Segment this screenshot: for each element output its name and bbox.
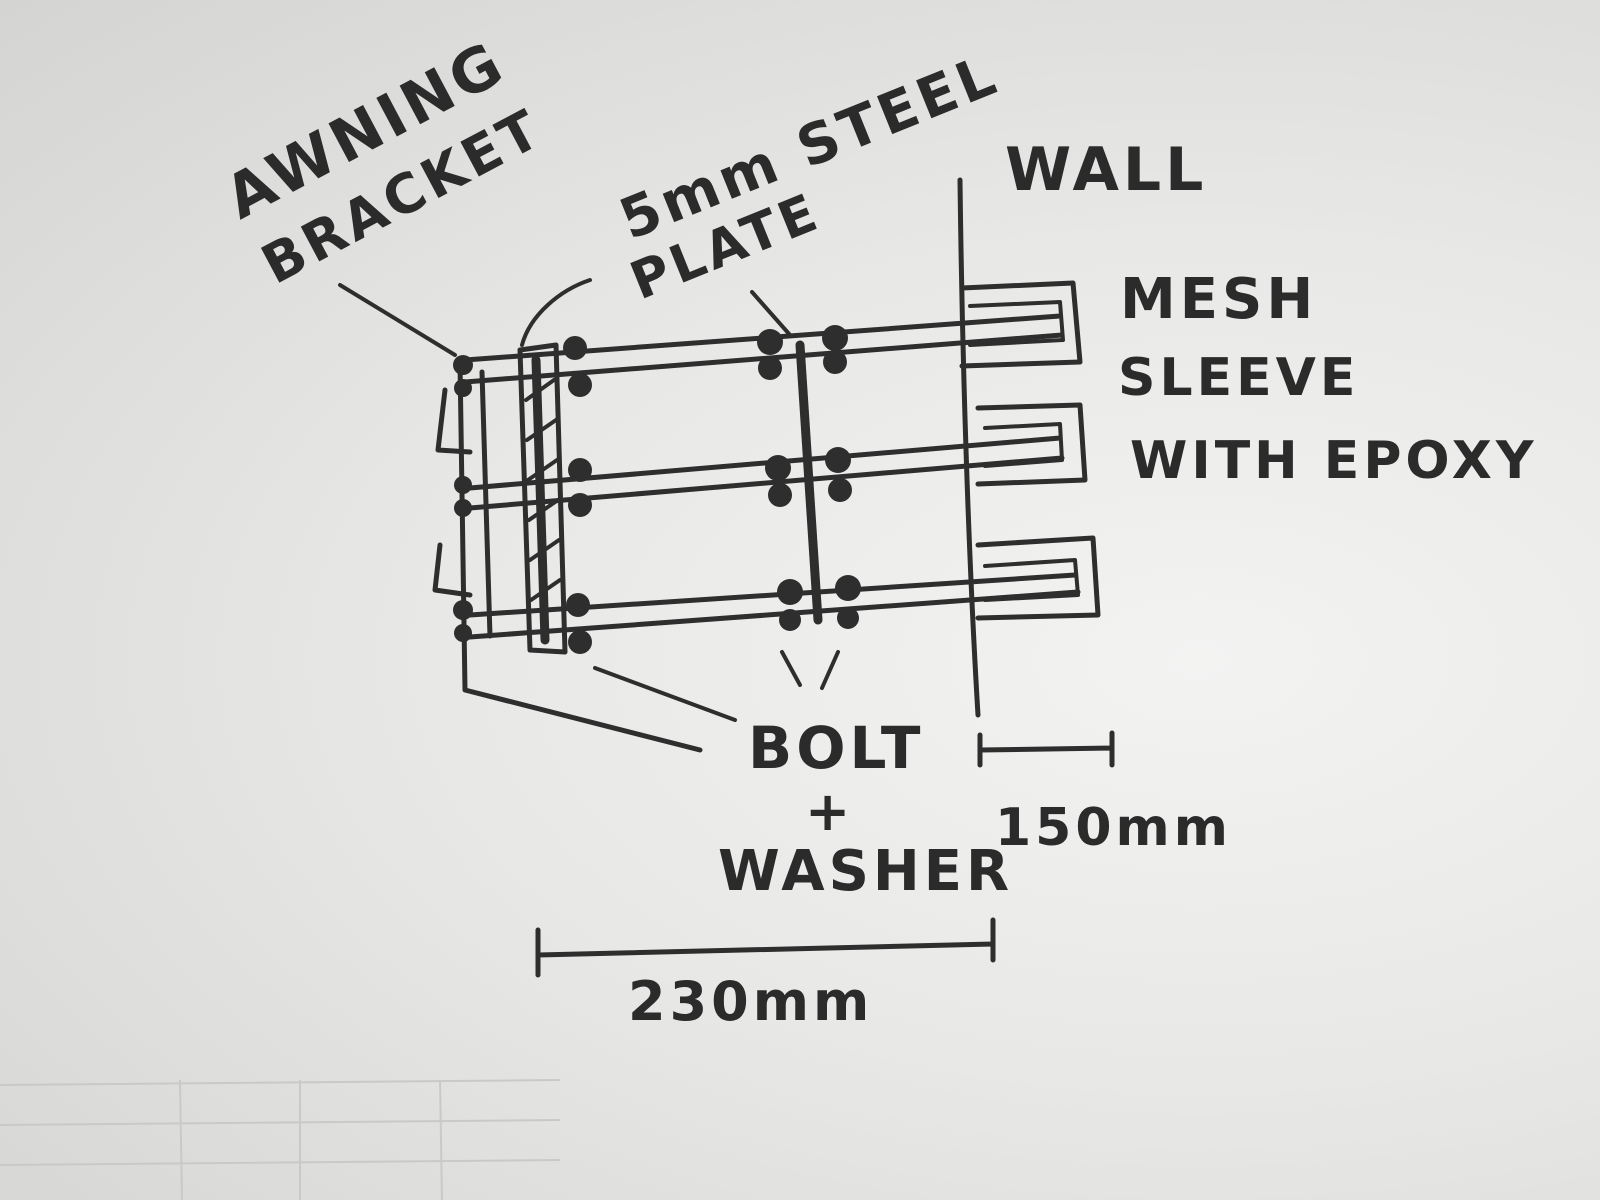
label-dim-total: 230mm [628,970,873,1033]
bolt-washers [453,325,861,654]
leader-bolt-mid-a [780,650,802,687]
dimension-150 [977,730,1115,768]
mesh-sleeve-bottom [975,535,1101,621]
mesh-sleeve-middle [975,402,1088,487]
faint-grid-bleed [0,1079,561,1200]
leader-plate-left [520,278,592,347]
label-mesh-line1: MESH [1120,267,1317,332]
label-bolt-line1: BOLT [748,714,924,782]
label-bolt-line2: + [805,780,854,843]
steel-plate-middle [795,340,823,625]
leader-plate-middle [750,290,792,337]
leader-bolt-mid-b [820,650,840,690]
awning-bracket [432,359,703,753]
label-bolt-line3: WASHER [718,839,1013,904]
steel-plate-left [517,342,568,655]
leader-bolt-left [593,666,737,722]
leader-awning-bracket [338,283,457,357]
label-mesh-line2: SLEEVE [1118,348,1359,408]
dimension-230 [535,917,996,978]
label-mesh-line3: WITH EPOXY [1130,431,1538,491]
label-wall: WALL [1005,135,1207,205]
wall-line [957,177,981,718]
leader-lines [338,278,840,722]
mesh-sleeve-top [959,280,1083,369]
mesh-sleeves [959,280,1101,621]
label-dim-wall: 150mm [995,798,1232,858]
